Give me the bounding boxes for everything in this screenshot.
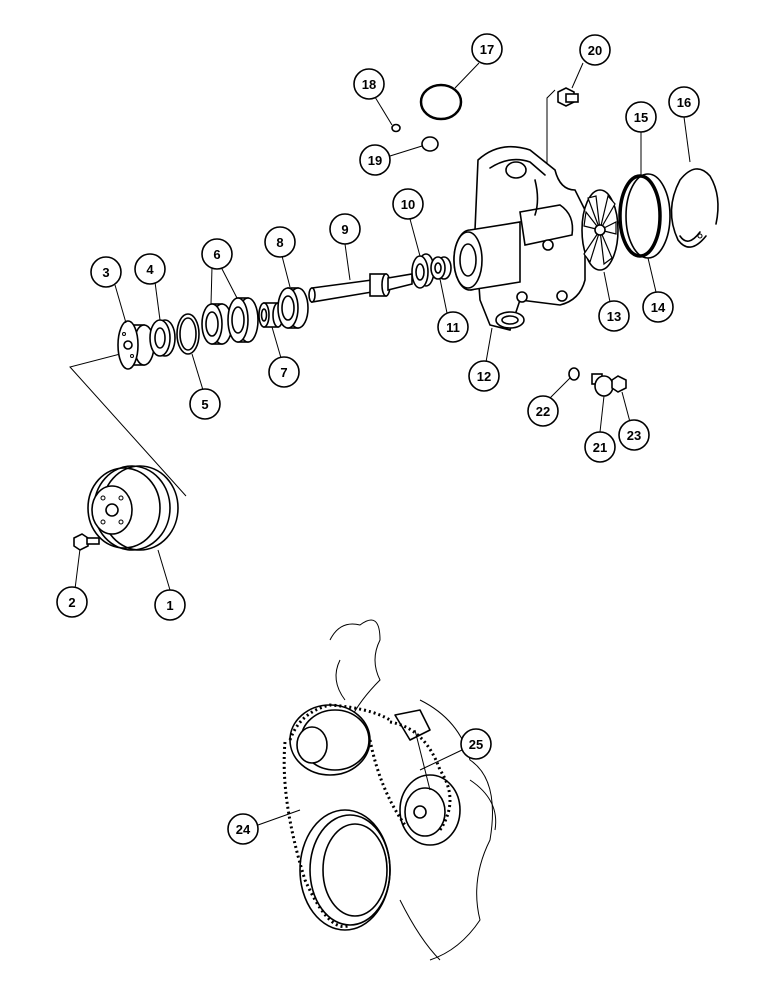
- svg-text:20: 20: [588, 43, 602, 58]
- callout-22: 22: [527, 395, 559, 427]
- svg-text:11: 11: [446, 320, 460, 335]
- shaft-seal: [411, 253, 435, 289]
- o-ring-17: [419, 83, 463, 121]
- callout-7: 7: [268, 356, 300, 388]
- assembly-lines: [69, 89, 556, 497]
- o-ring-large: [618, 174, 662, 258]
- svg-text:13: 13: [607, 309, 621, 324]
- callout-19: 19: [359, 144, 391, 176]
- svg-text:3: 3: [102, 265, 109, 280]
- callout-11: 11: [437, 311, 469, 343]
- svg-text:1: 1: [166, 598, 173, 613]
- snap-ring: [176, 313, 200, 355]
- callout-12: 12: [468, 360, 500, 392]
- svg-text:9: 9: [341, 222, 348, 237]
- svg-text:5: 5: [201, 397, 208, 412]
- svg-text:16: 16: [677, 95, 691, 110]
- callout-3: 3: [90, 256, 122, 288]
- svg-text:12: 12: [477, 369, 491, 384]
- shaft: [308, 273, 413, 303]
- callout-13: 13: [598, 300, 630, 332]
- svg-text:2: 2: [68, 595, 75, 610]
- bearing: [277, 287, 309, 329]
- shaft-nut: [430, 256, 452, 280]
- svg-text:18: 18: [362, 77, 376, 92]
- svg-text:6: 6: [213, 247, 220, 262]
- callout-6: 6: [201, 238, 233, 270]
- callouts: 1 2 3 4 5 6 7 8 9 10 11 12 13 14 15 16 1…: [56, 33, 700, 845]
- svg-text:10: 10: [401, 197, 415, 212]
- callout-9: 9: [329, 213, 361, 245]
- callout-25: 25: [460, 728, 492, 760]
- svg-text:22: 22: [536, 404, 550, 419]
- washer: [568, 367, 580, 381]
- svg-text:23: 23: [627, 428, 641, 443]
- seal: [149, 319, 176, 357]
- svg-text:8: 8: [276, 235, 283, 250]
- callout-10: 10: [392, 188, 424, 220]
- o-ring-18: [391, 123, 401, 133]
- bolt: [73, 533, 100, 551]
- svg-text:24: 24: [236, 822, 251, 837]
- circlip: [670, 168, 719, 248]
- callout-1: 1: [154, 589, 186, 621]
- svg-text:25: 25: [469, 737, 483, 752]
- callout-5: 5: [189, 388, 221, 420]
- callout-17: 17: [471, 33, 503, 65]
- leader-lines: [74, 62, 691, 826]
- svg-text:14: 14: [651, 300, 666, 315]
- callout-15: 15: [625, 101, 657, 133]
- callout-23: 23: [618, 419, 650, 451]
- engine-belt-view: [282, 619, 497, 961]
- hub-to-pulley-line: [69, 351, 187, 497]
- callout-8: 8: [264, 226, 296, 258]
- bearing-pair: [201, 297, 259, 345]
- callout-2: 2: [56, 586, 88, 618]
- pulley: [87, 465, 179, 551]
- callout-21: 21: [584, 431, 616, 463]
- sensor-to-housing-line: [546, 89, 556, 163]
- callout-18: 18: [353, 68, 385, 100]
- svg-text:7: 7: [280, 365, 287, 380]
- o-ring-19: [421, 136, 439, 152]
- hub: [117, 320, 155, 370]
- svg-text:21: 21: [593, 440, 607, 455]
- water-pump-housing: [453, 145, 586, 331]
- callout-24: 24: [227, 813, 259, 845]
- svg-text:4: 4: [146, 262, 154, 277]
- fitting: [611, 375, 627, 393]
- callout-16: 16: [668, 86, 700, 118]
- callout-4: 4: [134, 253, 166, 285]
- callout-20: 20: [579, 34, 611, 66]
- impeller: [581, 189, 619, 271]
- drain-plug: [591, 373, 614, 397]
- temperature-sensor: [557, 87, 579, 107]
- svg-text:15: 15: [634, 110, 648, 125]
- svg-text:19: 19: [368, 153, 382, 168]
- callout-14: 14: [642, 291, 674, 323]
- svg-text:17: 17: [480, 42, 494, 57]
